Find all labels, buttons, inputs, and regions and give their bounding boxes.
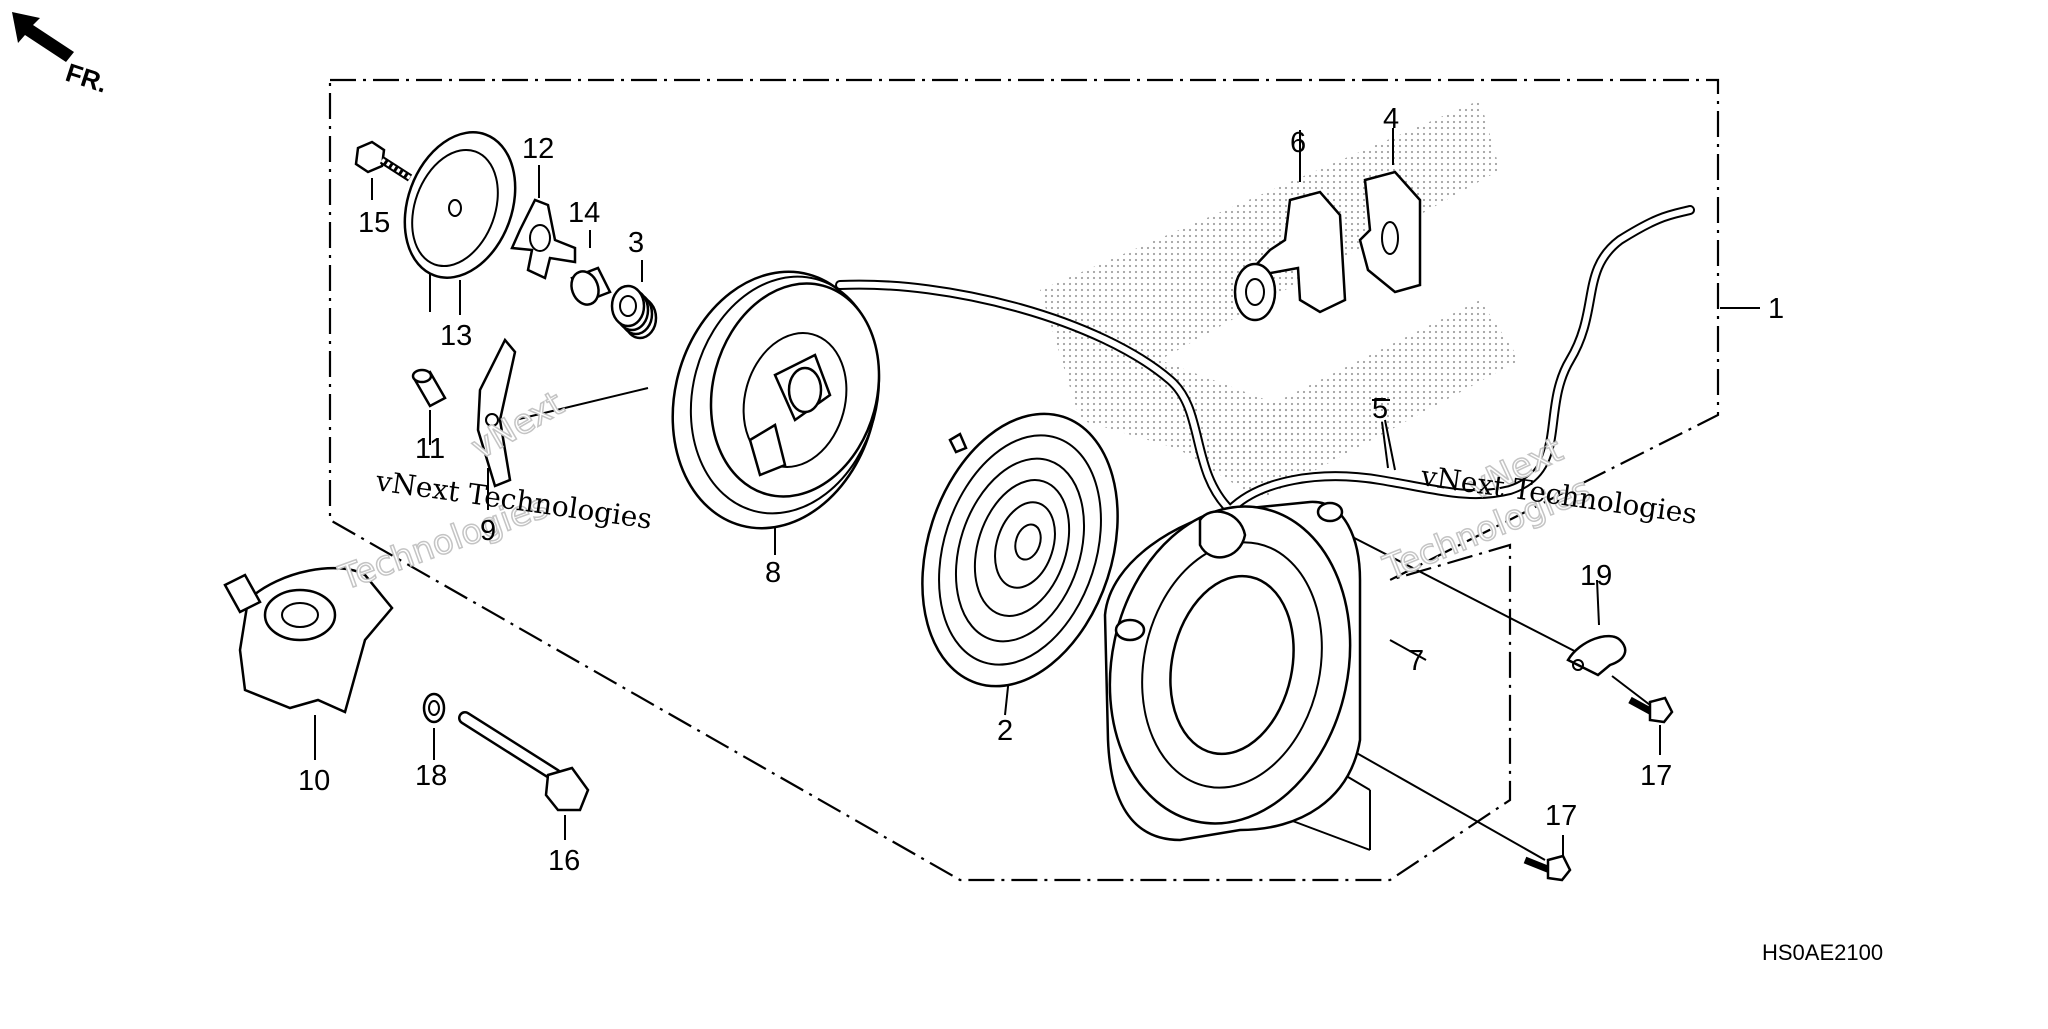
- front-direction-arrow: FR.: [12, 12, 111, 99]
- part-4-handle-cap: [1358, 170, 1422, 294]
- callout-4: 4: [1383, 103, 1399, 135]
- callout-16: 16: [548, 845, 580, 877]
- part-12-ratchet: [510, 198, 577, 280]
- part-9-pawl: [476, 337, 517, 488]
- callout-6: 6: [1290, 127, 1306, 159]
- callout-5: 5: [1372, 393, 1388, 425]
- callout-18: 18: [415, 760, 447, 792]
- part-15-bolt: [354, 140, 413, 182]
- callout-labels: 1 2 3 4 5 6 7 8 9 10 11 12 13 14 15 16 1…: [298, 103, 1784, 877]
- part-14-collar: [570, 266, 612, 306]
- part-19-rope-guide: [1566, 634, 1627, 677]
- callout-8: 8: [765, 557, 781, 589]
- part-17-flange-bolt-upper: [1628, 696, 1674, 724]
- part-13-washer-plate: [403, 131, 517, 279]
- part-18-washer: [422, 692, 446, 724]
- callout-12: 12: [522, 133, 554, 165]
- diagram-code: HS0AE2100: [1762, 940, 1883, 965]
- callout-19: 19: [1580, 560, 1612, 592]
- assembly-outline: [328, 78, 1720, 882]
- part-16-long-bolt: [458, 711, 590, 812]
- callout-3: 3: [628, 227, 644, 259]
- part-7-starter-case: [1103, 500, 1362, 842]
- part-17-flange-bolt-lower: [1523, 854, 1572, 882]
- callout-13: 13: [440, 320, 472, 352]
- part-5-starter-rope: [835, 205, 1695, 518]
- callout-11: 11: [415, 433, 445, 465]
- part-11-pin: [411, 368, 447, 408]
- callout-17-upper: 17: [1640, 760, 1672, 792]
- part-3-spring: [610, 284, 658, 340]
- part-10-starter-pulley: [223, 566, 394, 714]
- watermark-left: vNext Technologies vNext Technologies: [333, 383, 654, 600]
- callout-15: 15: [358, 207, 390, 239]
- callout-9: 9: [480, 515, 496, 547]
- callout-10: 10: [298, 765, 330, 797]
- callout-2: 2: [997, 715, 1013, 747]
- callout-1: 1: [1768, 293, 1784, 325]
- front-label: FR.: [62, 57, 111, 98]
- callout-7: 7: [1408, 645, 1424, 677]
- part-6-handle-grip: [1233, 190, 1347, 322]
- part-2-spiral-spring: [921, 412, 1119, 688]
- dotted-logo-backdrop: [1040, 100, 1520, 500]
- callout-17-lower: 17: [1545, 800, 1577, 832]
- part-8-reel: [671, 270, 881, 530]
- callout-14: 14: [568, 197, 600, 229]
- watermark-right: vNext Technologies vNext Technologies: [1377, 429, 1699, 589]
